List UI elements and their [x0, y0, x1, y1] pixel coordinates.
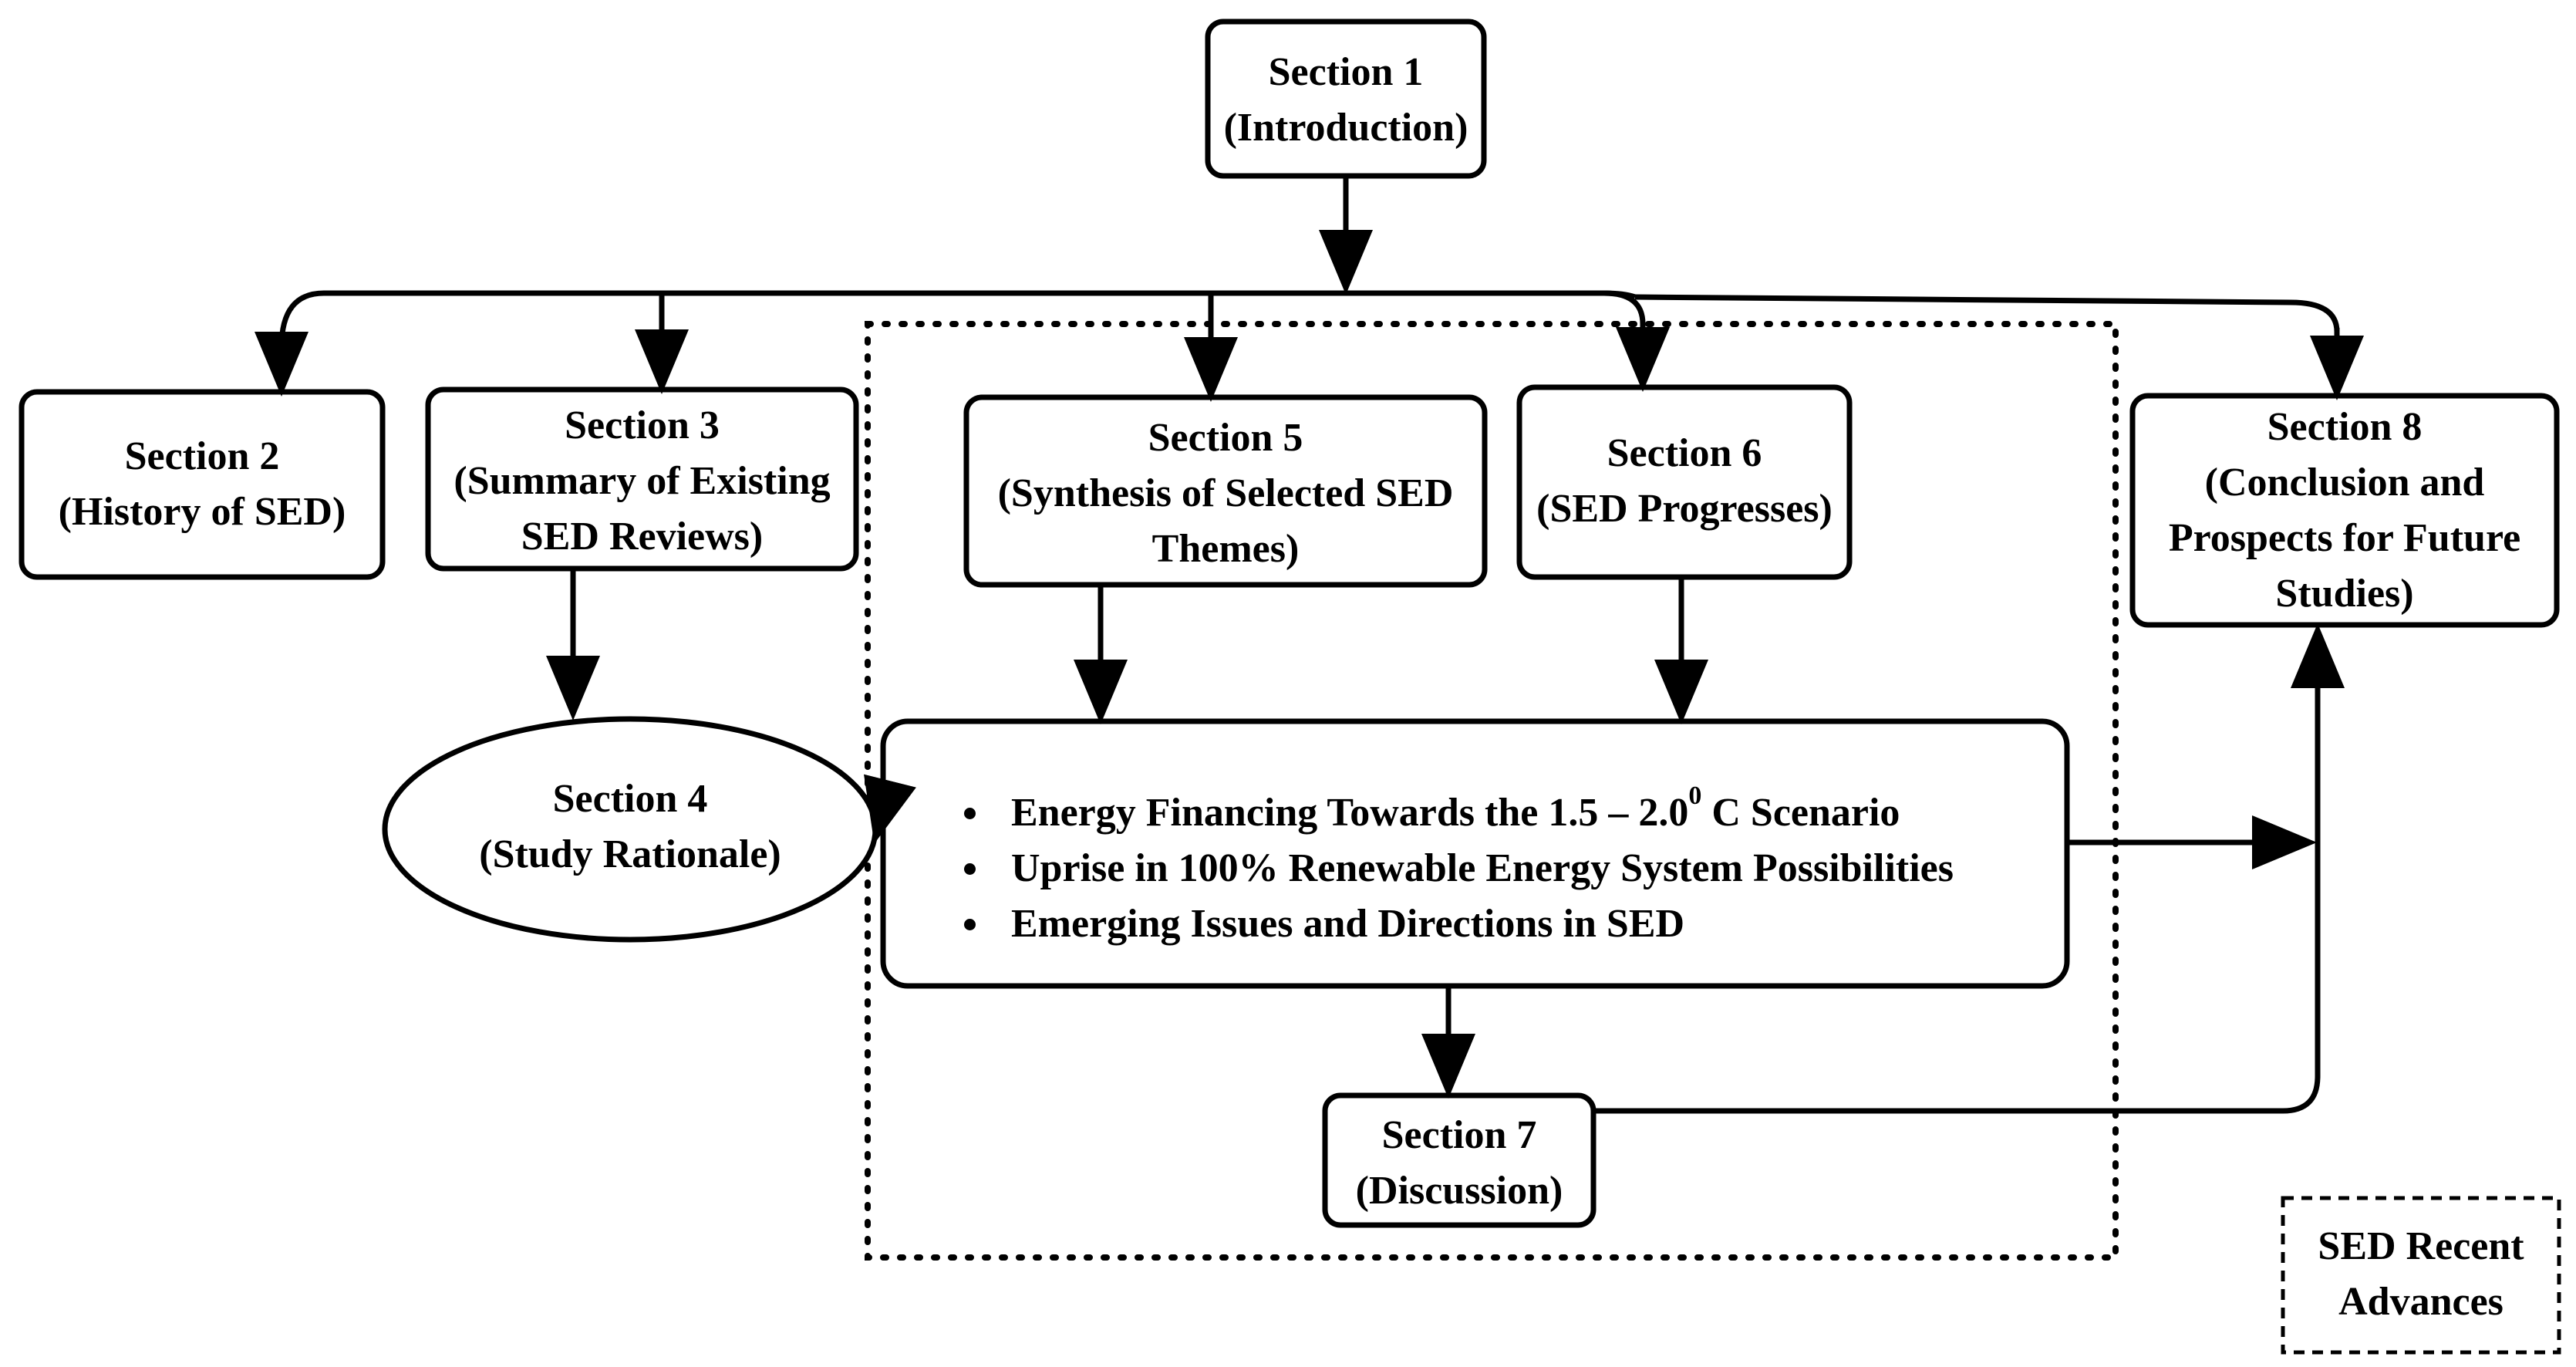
degree-superscript: 0 [1688, 781, 1702, 810]
section-8-line2: (Conclusion and [2204, 461, 2485, 505]
theme-energy-financing-tail: C Scenario [1701, 791, 1900, 835]
arrow-s7-to-s8 [1593, 623, 2345, 1114]
section-7-subtitle: (Discussion) [1355, 1169, 1563, 1213]
central-themes-box [880, 718, 2070, 989]
section-8-label: Section 8 (Conclusion and Prospects for … [2133, 400, 2557, 622]
recent-advances-region [865, 321, 2119, 1261]
section-5-title: Section 5 [1148, 416, 1303, 460]
distribution-bus [278, 290, 1637, 348]
arrow-bus-to-s6 [1603, 290, 1670, 392]
section-2-box [19, 389, 386, 580]
section-4-subtitle: (Study Rationale) [479, 832, 781, 876]
section-3-line3: SED Reviews) [521, 515, 764, 559]
theme-item-energy-financing: Energy Financing Towards the 1.5 – 2.00 … [964, 783, 1954, 841]
legend-box [2281, 1196, 2561, 1355]
legend-label: SED Recent Advances [2283, 1219, 2559, 1330]
section-8-line3: Prospects for Future [2168, 516, 2521, 560]
theme-renewable-text: Uprise in 100% Renewable Energy System P… [1011, 846, 1954, 890]
section-1-box [1205, 19, 1487, 179]
bullet-dot [964, 918, 976, 930]
theme-energy-financing-text: Energy Financing Towards the 1.5 – 2.00 … [1011, 783, 1900, 841]
section-4-label: Section 4 (Study Rationale) [386, 771, 875, 883]
theme-energy-financing-main: Energy Financing Towards the 1.5 – 2.0 [1011, 791, 1689, 835]
section-7-label: Section 7 (Discussion) [1325, 1108, 1593, 1219]
section-1-subtitle: (Introduction) [1223, 106, 1468, 150]
arrow-s4-to-central [864, 774, 916, 844]
section-2-label: Section 2 (History of SED) [22, 429, 383, 540]
section-1-label: Section 1 (Introduction) [1208, 45, 1484, 156]
section-3-line2: (Summary of Existing [453, 459, 831, 503]
section-3-label: Section 3 (Summary of Existing SED Revie… [428, 398, 856, 565]
theme-emerging-issues-text: Emerging Issues and Directions in SED [1011, 902, 1685, 946]
theme-item-renewable: Uprise in 100% Renewable Energy System P… [964, 841, 1954, 896]
bullet-dot [964, 862, 976, 875]
section-5-label: Section 5 (Synthesis of Selected SED The… [966, 410, 1485, 577]
section-2-subtitle: (History of SED) [58, 490, 346, 534]
section-8-title: Section 8 [2267, 405, 2423, 449]
section-4-title: Section 4 [552, 777, 708, 821]
theme-item-emerging-issues: Emerging Issues and Directions in SED [964, 896, 1954, 952]
section-6-box [1516, 384, 1853, 580]
bullet-dot [964, 807, 976, 819]
bus-to-s8-line [1634, 294, 2340, 332]
legend-line2: Advances [2338, 1280, 2504, 1324]
section-1-title: Section 1 [1268, 50, 1424, 94]
section-8-line4: Studies) [2275, 572, 2414, 616]
section-3-title: Section 3 [565, 403, 720, 447]
section-6-subtitle: (SED Progresses) [1536, 487, 1833, 531]
section-5-line2: (Synthesis of Selected SED [997, 471, 1454, 515]
legend-line1: SED Recent [2318, 1224, 2524, 1268]
section-5-line3: Themes) [1151, 527, 1300, 571]
section-6-label: Section 6 (SED Progresses) [1519, 426, 1849, 537]
section-6-title: Section 6 [1607, 431, 1762, 475]
central-themes-list: Energy Financing Towards the 1.5 – 2.00 … [964, 783, 1954, 952]
section-2-title: Section 2 [124, 434, 280, 478]
section-7-title: Section 7 [1381, 1113, 1537, 1157]
